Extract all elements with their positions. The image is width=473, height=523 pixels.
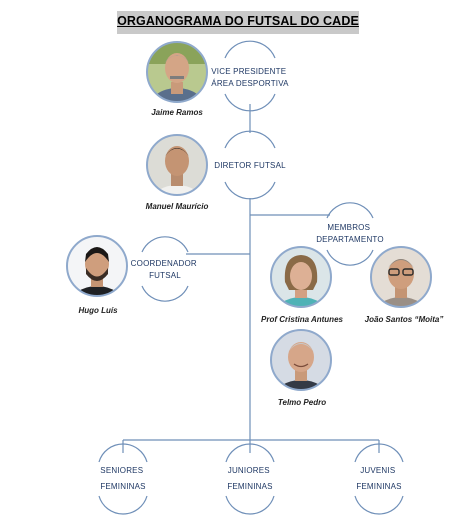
coordenador-arc-top (141, 236, 189, 253)
vice-presidente-arc-top (224, 40, 276, 59)
title-banner: ORGANOGRAMA DO FUTSAL DO CADE (117, 11, 359, 34)
coordenador-arc-bottom (141, 285, 189, 302)
membros-arc-top (326, 202, 374, 219)
membros-label: MEMBROS DEPARTAMENTO (316, 223, 384, 244)
juvenis-label: JUVENIS FEMININAS (356, 466, 401, 491)
membros-arc-bottom (326, 249, 374, 266)
seniores-arc-bottom (98, 495, 148, 515)
photo-jaime-ramos (146, 41, 208, 103)
name-hugo-luis: Hugo Luís (78, 306, 118, 315)
name-joao-santos: João Santos “Moita” (365, 315, 444, 324)
connector-lines (122, 104, 380, 453)
diretor-arc-top (224, 130, 276, 149)
diretor-arc-bottom (224, 181, 276, 200)
juniores-arc-top (225, 443, 275, 463)
juniores-label: JUNIORES FEMININAS (227, 466, 272, 491)
seniores-label: SENIORES FEMININAS (100, 466, 145, 491)
juniores-arc-bottom (225, 495, 275, 515)
diretor-label: DIRETOR FUTSAL (214, 161, 286, 170)
seniores-arc-top (98, 443, 148, 463)
vice-presidente-arc-bottom (224, 93, 276, 112)
name-cristina-antunes: Prof Cristina Antunes (261, 315, 343, 324)
juvenis-arc-top (354, 443, 404, 463)
photo-telmo-pedro (270, 329, 332, 391)
name-telmo-pedro: Telmo Pedro (278, 398, 326, 407)
role-bubbles (98, 40, 404, 515)
juvenis-arc-bottom (354, 495, 404, 515)
coordenador-label: COORDENADOR FUTSAL (131, 259, 200, 280)
chart-title: ORGANOGRAMA DO FUTSAL DO CADE (117, 14, 359, 28)
vice-presidente-label: VICE PRESIDENTE ÁREA DESPORTIVA (211, 67, 289, 88)
name-jaime-ramos: Jaime Ramos (151, 108, 203, 117)
name-manuel-mauricio: Manuel Maurício (146, 202, 209, 211)
